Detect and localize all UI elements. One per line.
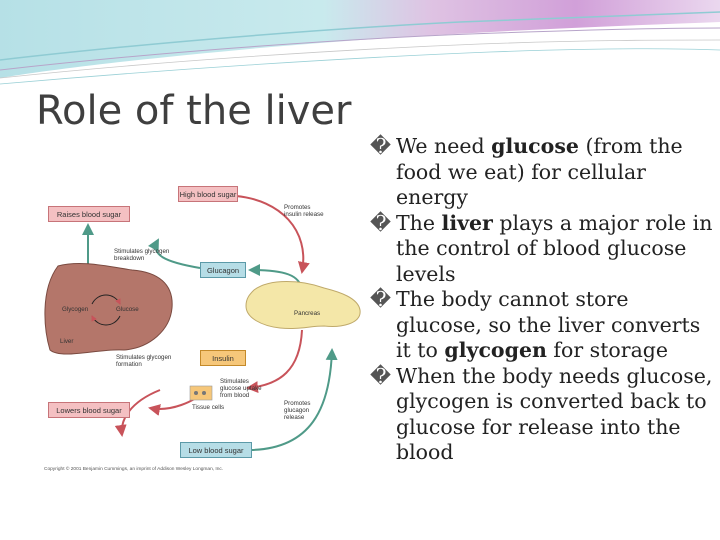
copyright-line: Copyright © 2001 Benjamin Cummings, an i… [44,467,224,472]
bullet-item: �We need glucose (from the food we eat) … [370,134,715,211]
lowers-blood-sugar-box: Lowers blood sugar [48,402,130,418]
tissue-cells-label: Tissue cells [192,404,225,411]
bullet-text: We need [396,134,492,158]
bullet-emphasis: glucose [491,134,579,158]
pancreas-shape [245,281,361,330]
bullet-marker-icon: � [370,363,392,388]
bullet-text: for storage [546,338,669,362]
stimulates-breakdown-label: Stimulates glycogen breakdown [114,248,170,262]
glucose-label: Glucose [116,306,139,313]
stimulates-formation-label: Stimulates glycogen formation [116,354,172,368]
bullet-text: The body cannot store glucose, so the li… [396,287,701,362]
bullet-emphasis: glycogen [444,338,547,362]
bullet-list: �We need glucose (from the food we eat) … [370,134,715,466]
promotes-insulin-label: Promotes insulin release [284,204,324,218]
bullet-item: �The liver plays a major role in the con… [370,211,715,288]
diagram-arrows [44,195,361,451]
glycogen-label: Glycogen [62,306,89,313]
bullet-text: The [396,210,442,235]
bullet-item: �The body cannot store glucose, so the l… [370,287,715,364]
liver-label: Liver [60,338,74,345]
bullet-item: �When the body needs glucose, glycogen i… [370,364,715,466]
glucagon-box: Glucagon [200,262,246,278]
promotes-glucagon-label: Promotes glucagon release [284,400,311,421]
tissue-cells-shape [189,385,213,401]
bullet-text: (from the food we eat) for cellular ener… [396,134,683,209]
slide-title: Role of the liver [36,88,352,134]
bullet-marker-icon: � [370,134,392,158]
pancreas-label: Pancreas [294,310,321,317]
bullet-text: When the body needs glucose, glycogen is… [396,363,713,465]
glucose-regulation-diagram: High blood sugar Raises blood sugar Gluc… [40,180,368,474]
high-blood-sugar-box: High blood sugar [178,186,238,202]
raises-blood-sugar-box: Raises blood sugar [48,206,130,222]
stimulates-uptake-label: Stimulates glucose uptake from blood [220,378,262,399]
insulin-box: Insulin [200,350,246,366]
bullet-emphasis: liver [441,210,493,235]
bullet-marker-icon: � [370,287,392,311]
liver-shape [44,262,173,355]
header-decoration [0,0,720,85]
low-blood-sugar-box: Low blood sugar [180,442,252,458]
bullet-marker-icon: � [370,210,392,235]
bullet-text: plays a major role in the control of blo… [396,210,713,286]
